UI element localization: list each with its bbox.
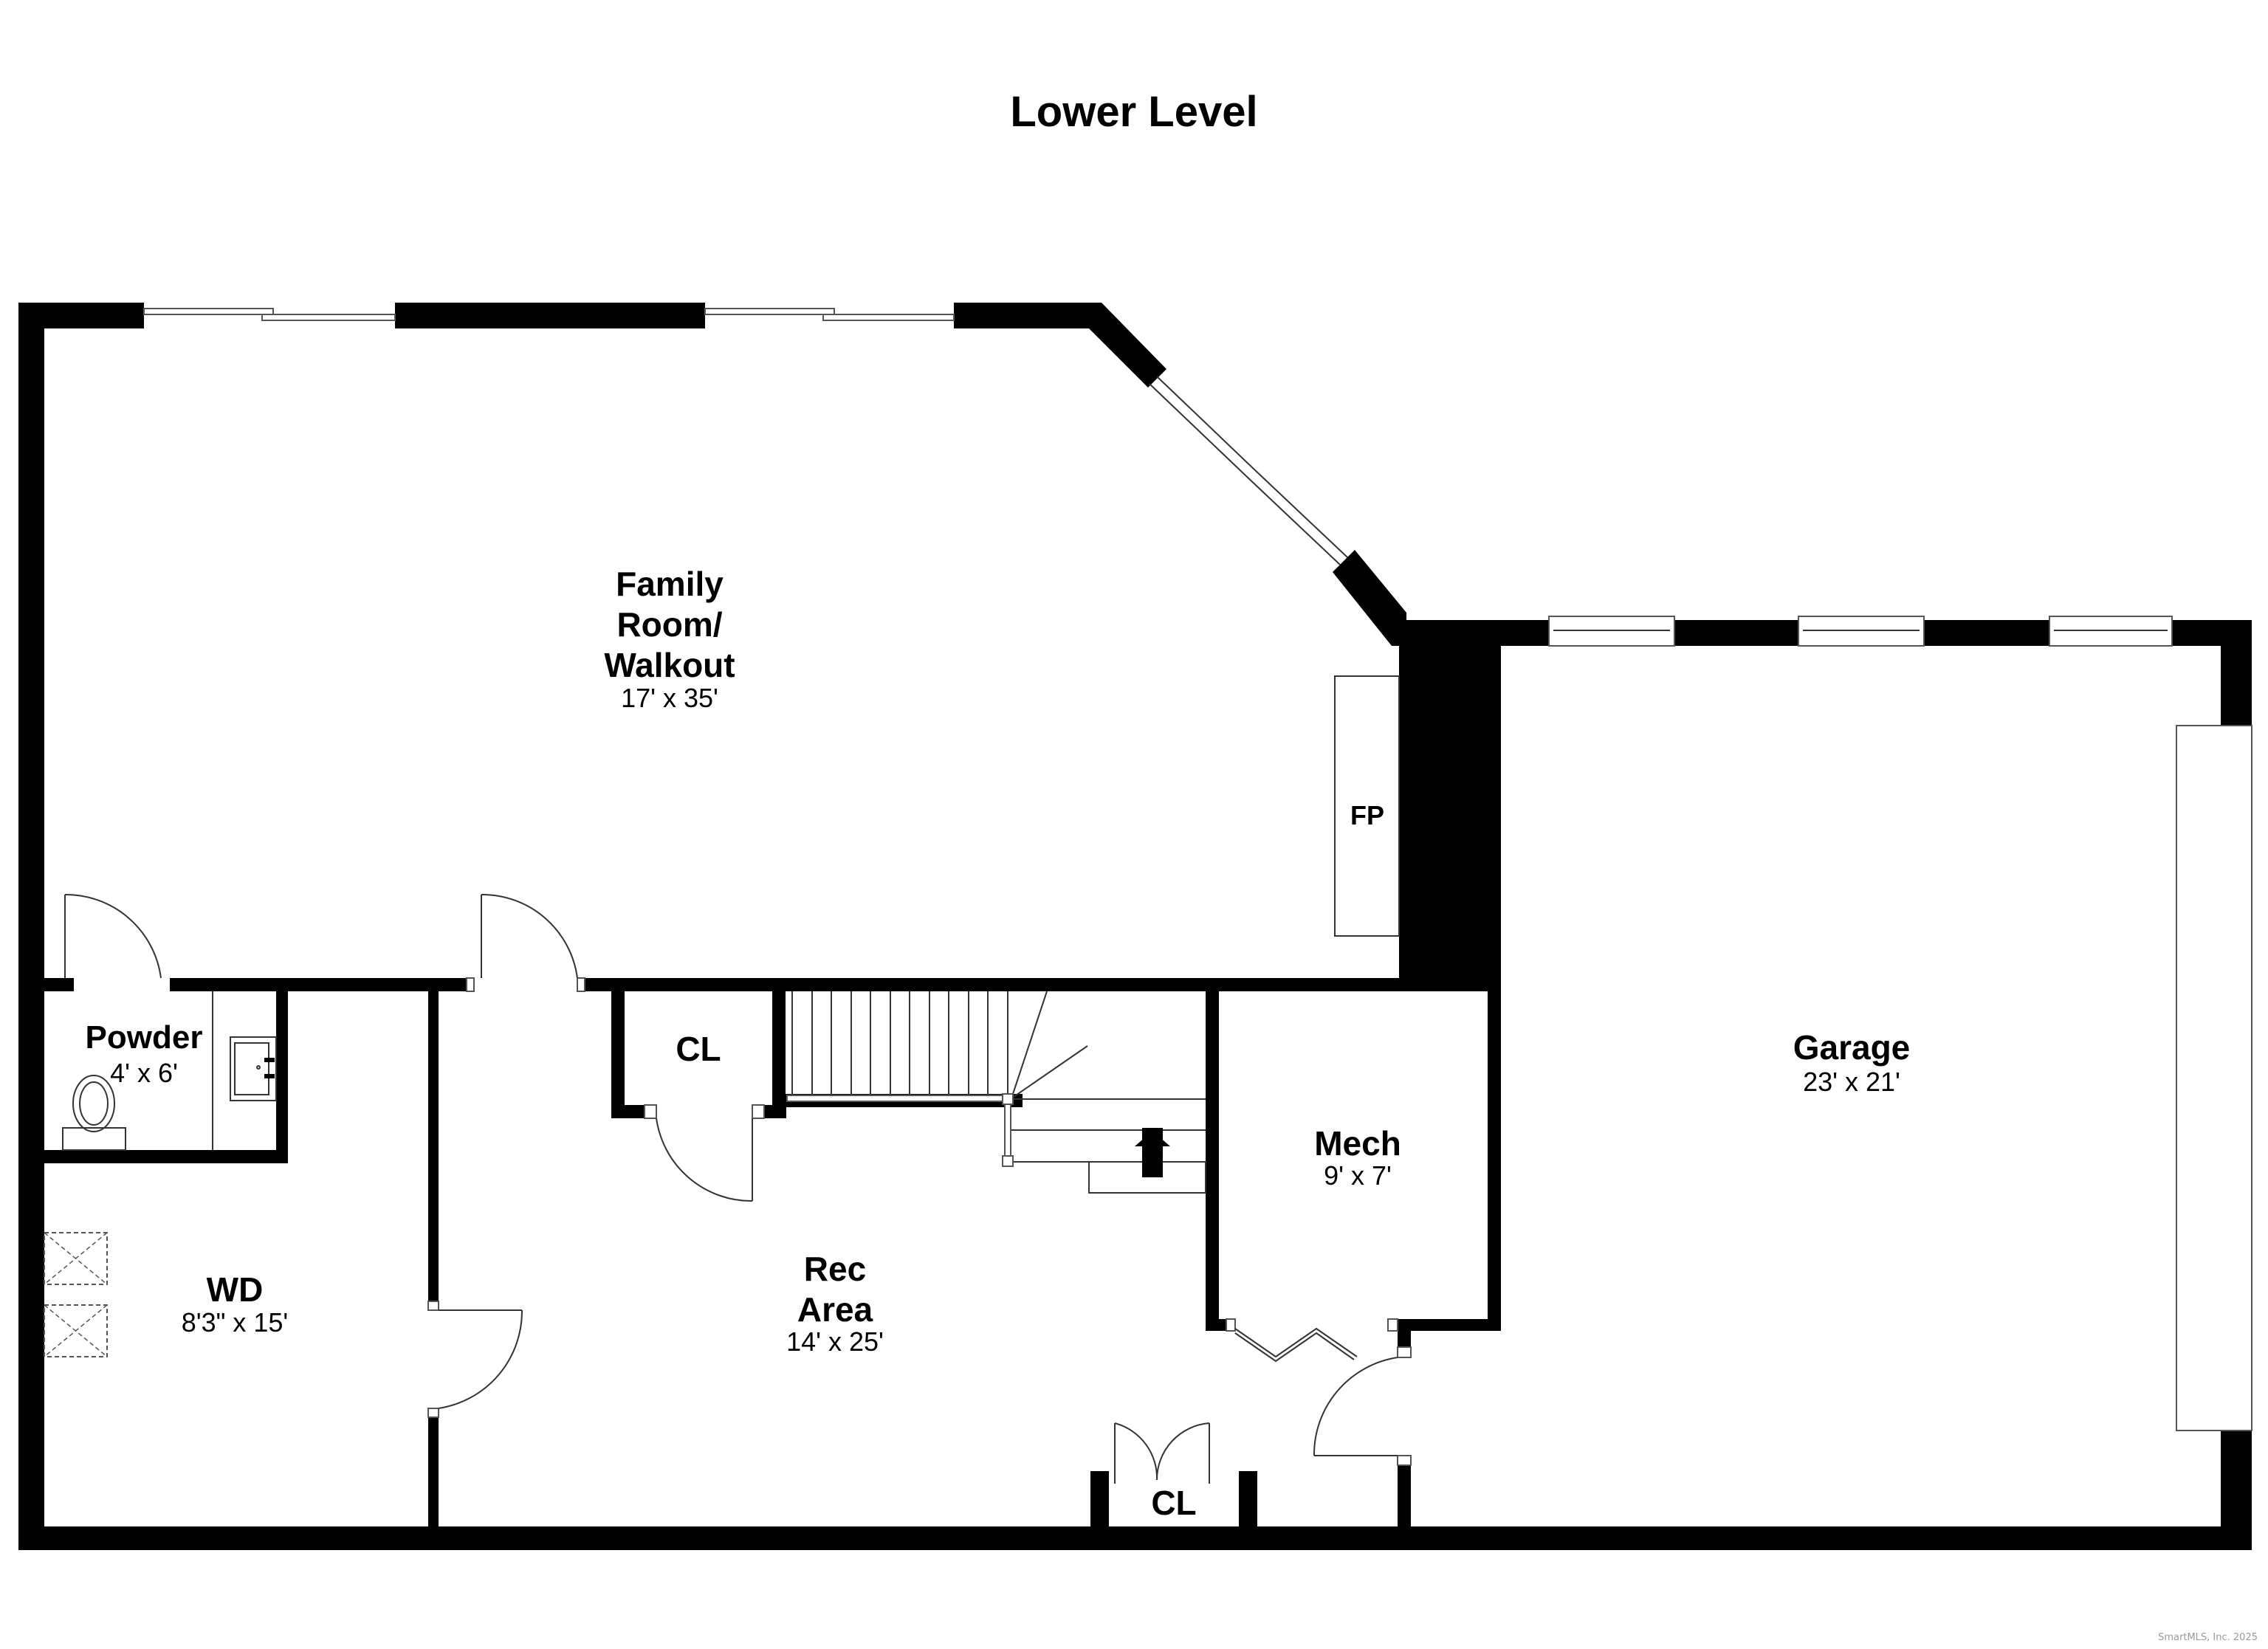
room-garage-name: Garage [1793, 1028, 1911, 1067]
stair-rail-vertical [1004, 1101, 1011, 1161]
room-wd[interactable]: WD 8'3" x 15' [182, 1270, 289, 1338]
outer-walls [18, 303, 2252, 1550]
fireplace-hearth [1334, 675, 1400, 937]
wall-left [18, 303, 44, 1550]
room-rec-name-2: Area [797, 1290, 873, 1329]
wall-top-seg1 [18, 303, 144, 328]
sliding-door-diagonal [1149, 376, 1348, 565]
page-title: Lower Level [1010, 88, 1258, 136]
room-closet-lower[interactable]: CL [1151, 1484, 1196, 1522]
stair-newel-top [1002, 1093, 1014, 1105]
room-mech-name: Mech [1314, 1124, 1401, 1163]
room-rec-dims: 14' x 25' [786, 1326, 884, 1357]
door-mech-bifold[interactable] [1234, 1327, 1358, 1363]
door-closet-lower[interactable] [1114, 1422, 1210, 1484]
room-family-dims: 17' x 35' [621, 683, 718, 713]
sliding-door-right [704, 308, 955, 321]
room-garage[interactable]: Garage 23' x 21' [1793, 1028, 1911, 1097]
room-mech[interactable]: Mech 9' x 7' [1314, 1124, 1401, 1191]
stair-rail-horizontal [786, 1095, 1009, 1102]
room-family-name-3: Walkout [604, 646, 735, 684]
sliding-door-left [143, 308, 396, 321]
room-family[interactable]: Family Room/ Walkout 17' x 35' [604, 565, 735, 713]
room-wd-dims: 8'3" x 15' [182, 1307, 289, 1338]
door-closet-upper[interactable] [656, 1118, 753, 1202]
wall-diagonal-lower [1333, 550, 1406, 646]
stair-newel-bottom [1002, 1155, 1014, 1167]
wall-diagonal-upper [1089, 303, 1166, 388]
room-rec-name-1: Rec [804, 1250, 866, 1288]
door-swings [64, 893, 1398, 1484]
interior-walls [44, 978, 1501, 1528]
toilet-icon [62, 1075, 126, 1151]
room-closet-upper[interactable]: CL [676, 1030, 721, 1068]
room-powder-dims: 4' x 6' [110, 1058, 178, 1088]
washer-dryer-icons [44, 1232, 108, 1357]
door-garage-entry[interactable] [1313, 1357, 1398, 1456]
stair-treads [791, 991, 1206, 1194]
door-wd[interactable] [438, 1309, 523, 1409]
room-family-name-1: Family [616, 565, 724, 603]
wall-top-seg3 [954, 303, 1102, 328]
door-rec-family[interactable] [481, 893, 578, 979]
room-closet-lower-name: CL [1151, 1484, 1196, 1522]
room-wd-name: WD [207, 1270, 264, 1309]
sink-icon [212, 991, 277, 1150]
wall-bottom [18, 1526, 2252, 1550]
room-powder-name: Powder [86, 1019, 203, 1056]
room-closet-upper-name: CL [676, 1030, 721, 1068]
garage-door[interactable] [2176, 725, 2252, 1431]
door-powder[interactable] [64, 893, 162, 979]
staircase[interactable] [786, 991, 1206, 1194]
copyright-footer: SmartMLS, Inc. 2025 [2158, 1632, 2258, 1643]
dryer-icon [44, 1304, 108, 1357]
room-garage-dims: 23' x 21' [1803, 1067, 1900, 1097]
chimney-block [1399, 620, 1501, 982]
door-jambs [427, 977, 1412, 1466]
washer-icon [44, 1232, 108, 1285]
fireplace-label: FP [1350, 800, 1384, 830]
room-family-name-2: Room/ [616, 605, 722, 644]
room-mech-dims: 9' x 7' [1324, 1160, 1392, 1191]
wall-top-seg2 [395, 303, 705, 328]
room-rec[interactable]: Rec Area 14' x 25' [786, 1250, 884, 1357]
up-arrow-icon [1135, 1131, 1170, 1146]
room-powder[interactable]: Powder 4' x 6' [86, 1019, 203, 1088]
